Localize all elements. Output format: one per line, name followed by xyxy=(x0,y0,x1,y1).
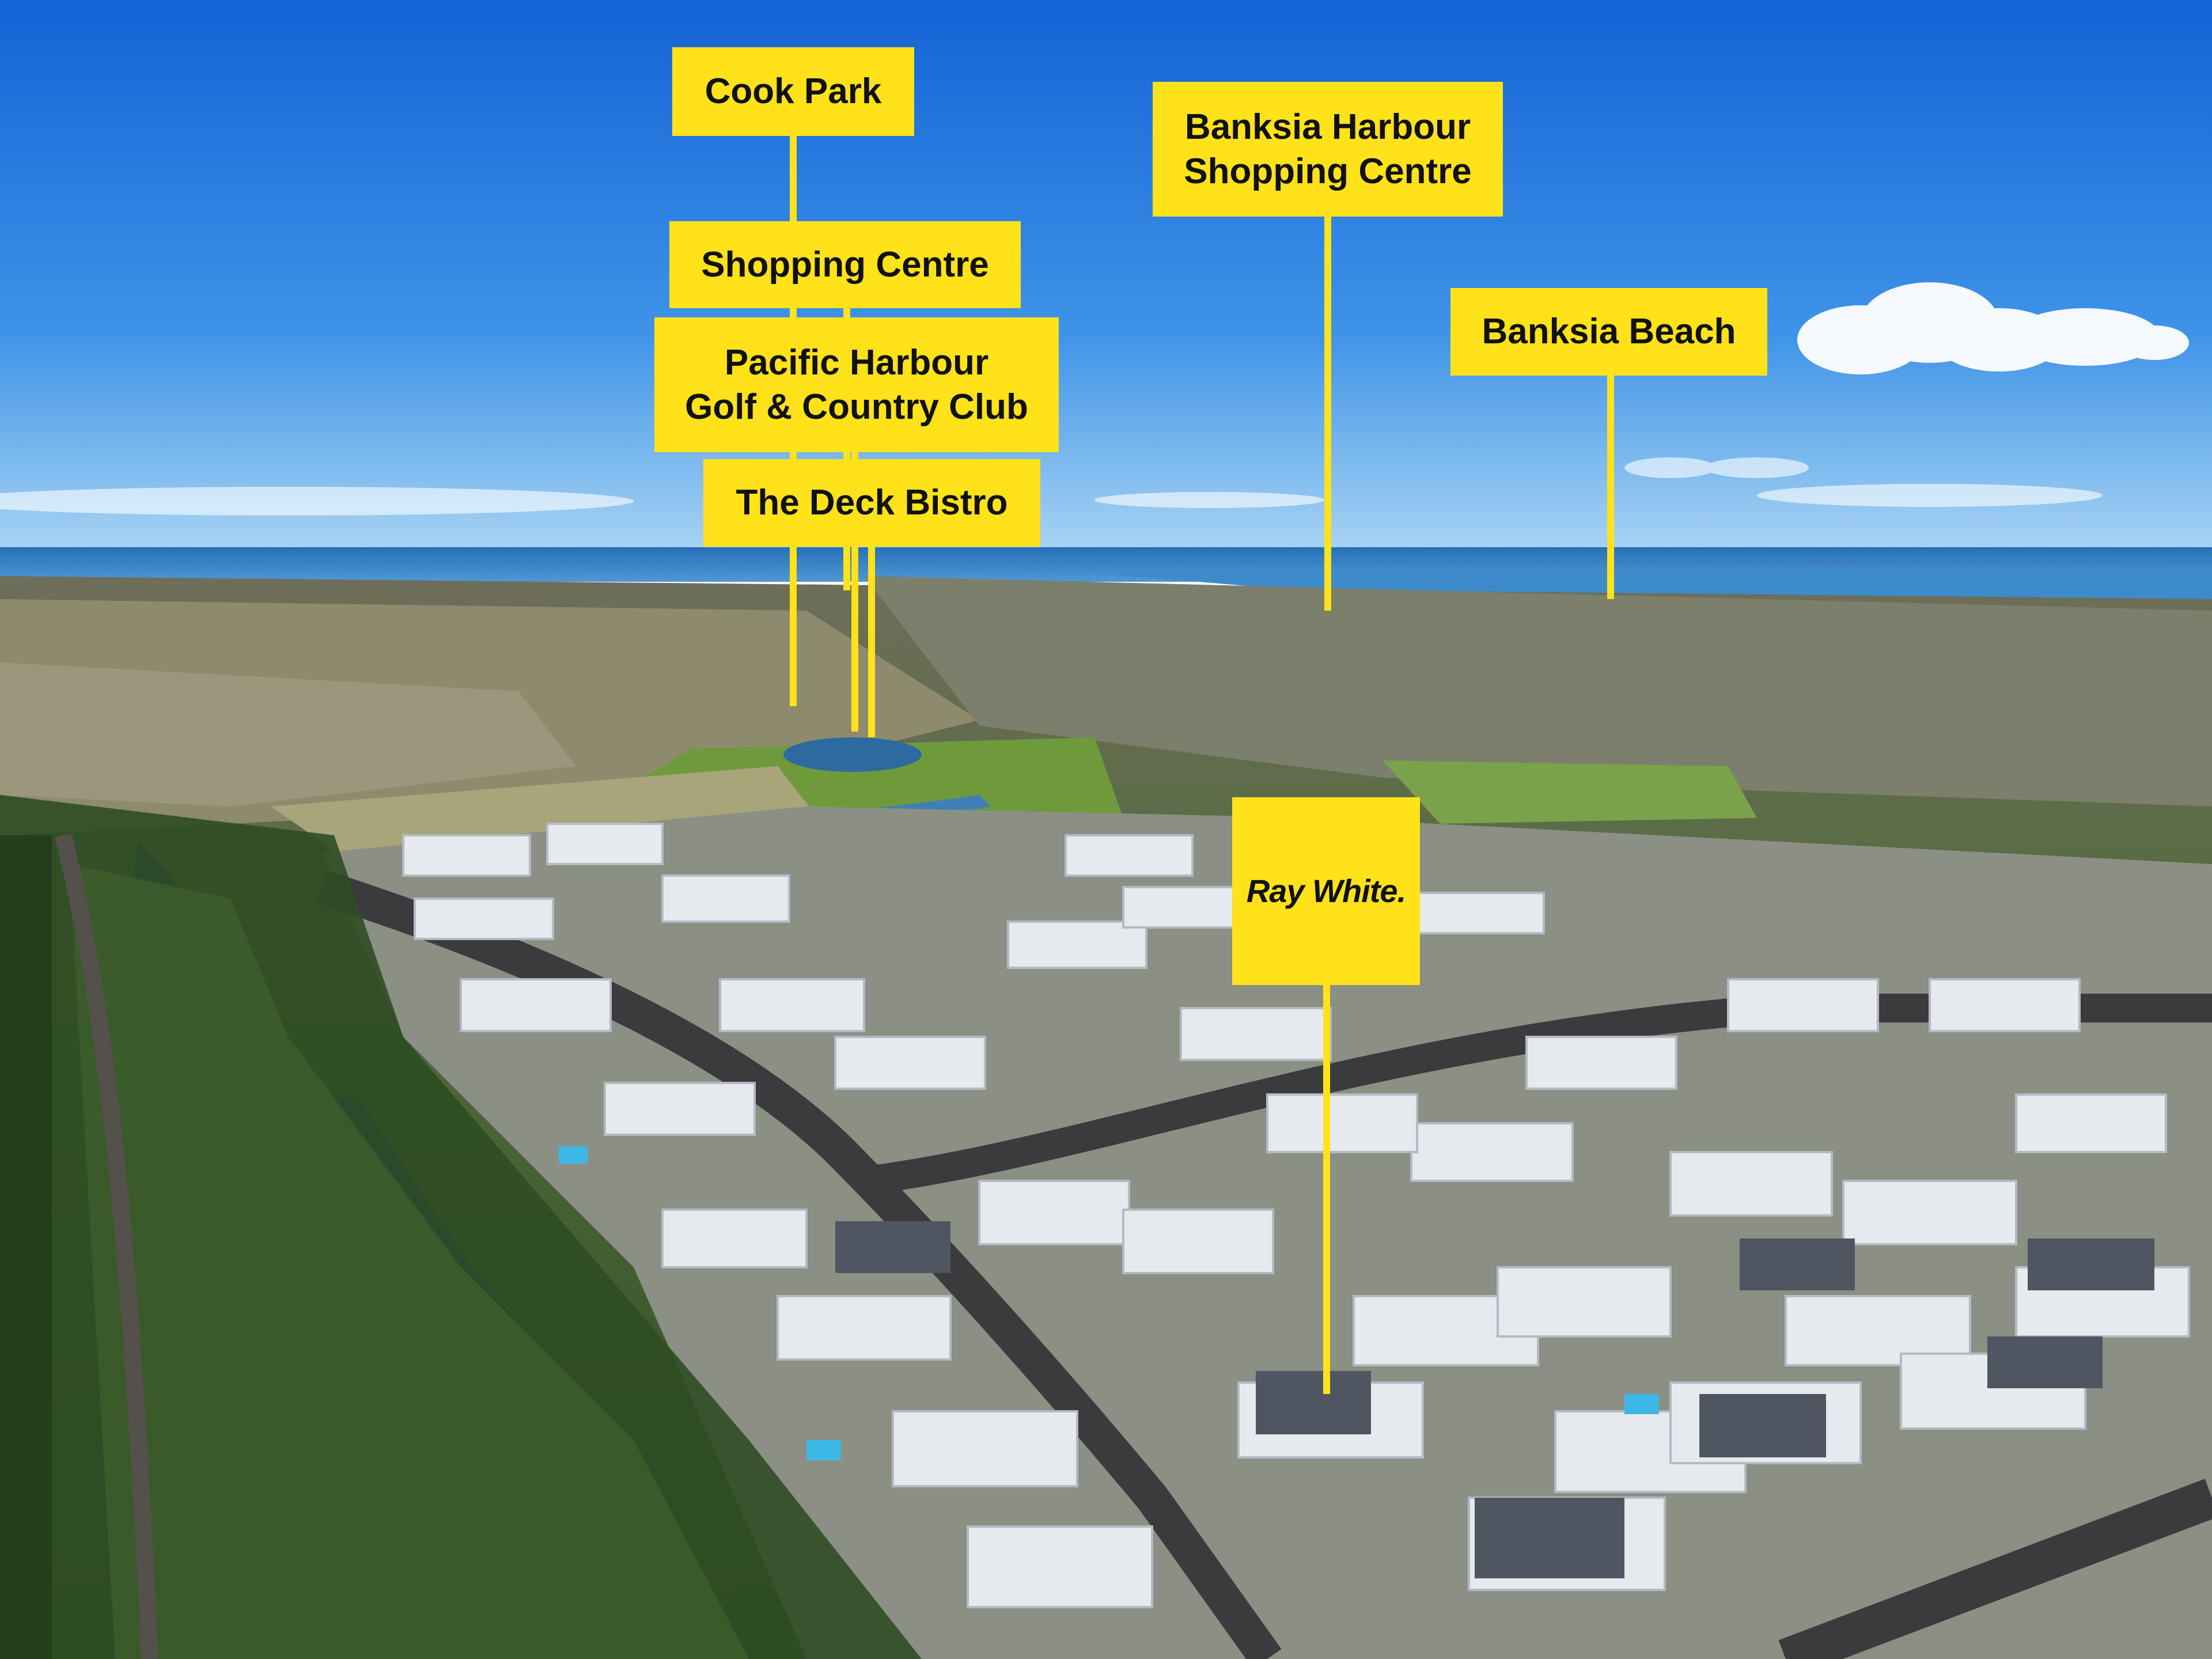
clouds xyxy=(1797,282,2189,374)
label-cook-park-text: Cook Park xyxy=(704,71,882,112)
ray-white-logo: Ray White. xyxy=(1247,871,1406,911)
label-shopping-centre: Shopping Centre xyxy=(669,221,1021,308)
label-banksia-harbour-line2: Shopping Centre xyxy=(1184,151,1472,191)
label-deck-bistro: The Deck Bistro xyxy=(703,459,1040,547)
leader-banksia-harbour xyxy=(1324,216,1331,611)
main-road xyxy=(317,870,1282,1659)
label-pacific-harbour: Pacific Harbour Golf & Country Club xyxy=(654,317,1059,452)
label-banksia-harbour-line1: Banksia Harbour xyxy=(1184,107,1471,147)
houses xyxy=(402,823,2190,1608)
label-banksia-beach: Banksia Beach xyxy=(1450,288,1767,376)
sky xyxy=(0,0,2212,553)
ray-white-marker: Ray White. xyxy=(1232,797,1420,985)
horizon-clouds xyxy=(0,457,2103,516)
label-shopping-centre-text: Shopping Centre xyxy=(701,244,989,285)
golf-lake xyxy=(783,737,922,772)
leader-ray-white xyxy=(1323,985,1330,1394)
ray-white-logo-dot: . xyxy=(1397,873,1407,909)
label-pacific-harbour-line2: Golf & Country Club xyxy=(685,387,1028,427)
label-deck-bistro-text: The Deck Bistro xyxy=(736,483,1008,523)
leader-deck-bistro xyxy=(868,544,875,737)
label-cook-park: Cook Park xyxy=(672,47,914,136)
left-road xyxy=(55,833,158,1659)
leader-banksia-beach xyxy=(1607,374,1614,599)
label-banksia-harbour: Banksia Harbour Shopping Centre xyxy=(1153,82,1503,217)
ray-white-logo-text: Ray White xyxy=(1246,873,1398,909)
label-banksia-beach-text: Banksia Beach xyxy=(1482,312,1736,352)
label-pacific-harbour-line1: Pacific Harbour xyxy=(724,342,989,382)
distant-suburb xyxy=(864,576,2212,806)
